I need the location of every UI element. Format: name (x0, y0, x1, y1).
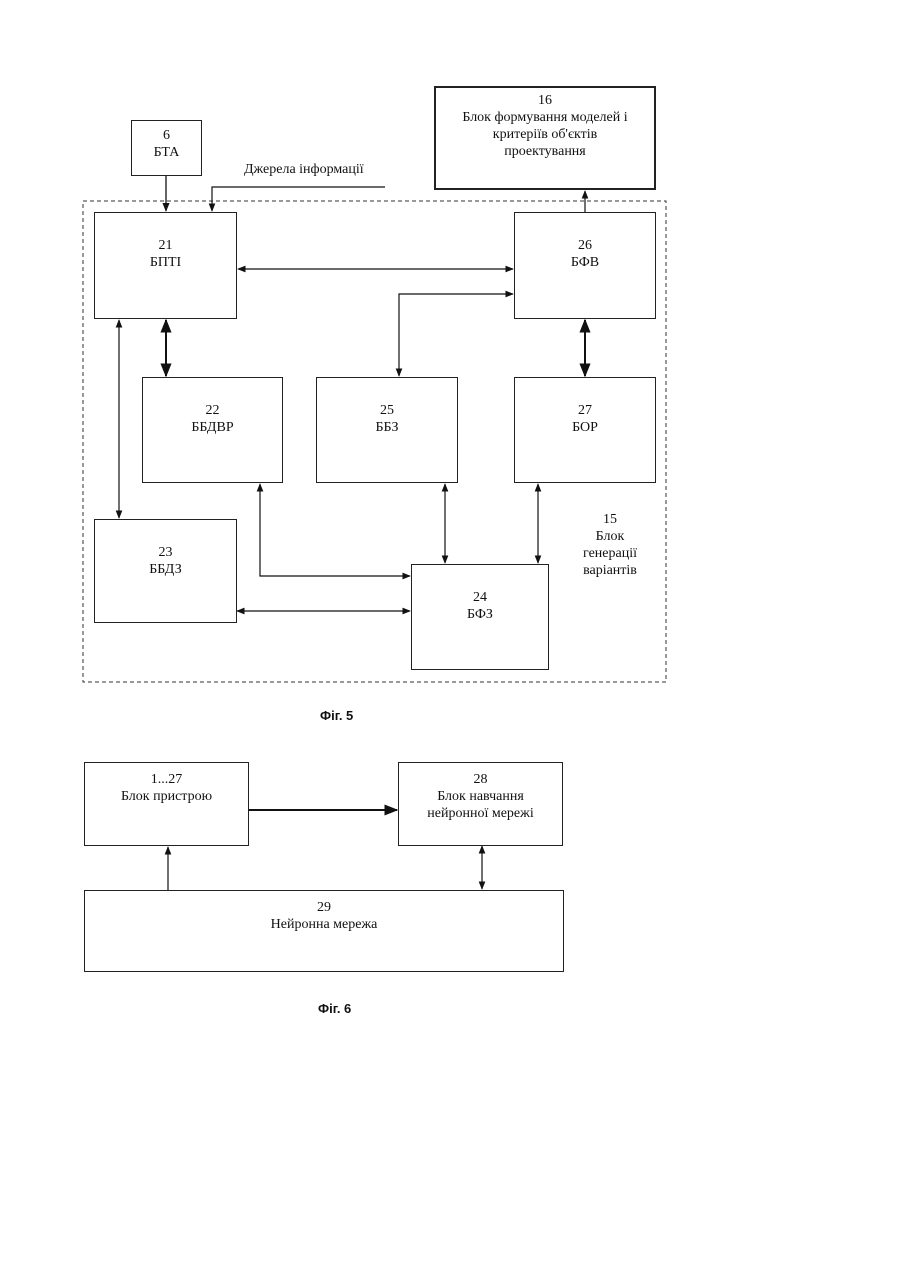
block-25: 25 ББЗ (316, 377, 458, 483)
block-22-number: 22 (143, 402, 282, 419)
block-21-label: БПТІ (95, 254, 236, 271)
figure-6-caption: Фіг. 6 (318, 1001, 351, 1016)
block-28-label-line-1: Блок навчання (399, 788, 562, 805)
block-16-label-line-3: проектування (436, 143, 654, 160)
block-21: 21 БПТІ (94, 212, 237, 319)
group-15-label-line-3: варіантів (570, 562, 650, 579)
arrow-b25-b26 (399, 294, 513, 376)
block-26-number: 26 (515, 237, 655, 254)
group-15-label-line-2: генерації (570, 545, 650, 562)
block-device: 1...27 Блок пристрою (84, 762, 249, 846)
block-27-number: 27 (515, 402, 655, 419)
block-22: 22 ББДВР (142, 377, 283, 483)
block-16-label-line-2: критеріїв об'єктів (436, 126, 654, 143)
figure-5-caption: Фіг. 5 (320, 708, 353, 723)
block-25-label: ББЗ (317, 419, 457, 436)
block-29-number: 29 (85, 899, 563, 916)
group-15-label: 15 Блок генерації варіантів (570, 511, 650, 579)
block-27: 27 БОР (514, 377, 656, 483)
block-23-label: ББДЗ (95, 561, 236, 578)
block-27-label: БОР (515, 419, 655, 436)
block-26-label: БФВ (515, 254, 655, 271)
group-15-number: 15 (570, 511, 650, 528)
block-23: 23 ББДЗ (94, 519, 237, 623)
block-21-number: 21 (95, 237, 236, 254)
block-23-number: 23 (95, 544, 236, 561)
block-24-number: 24 (412, 589, 548, 606)
arrow-info-sources-to-b21 (212, 187, 385, 211)
arrow-b22-b24 (260, 484, 410, 576)
block-24: 24 БФЗ (411, 564, 549, 670)
group-15-label-line-1: Блок (570, 528, 650, 545)
block-28-label-line-2: нейронної мережі (399, 805, 562, 822)
block-29-label: Нейронна мережа (85, 916, 563, 933)
block-29: 29 Нейронна мережа (84, 890, 564, 972)
block-25-number: 25 (317, 402, 457, 419)
info-sources-label: Джерела інформації (244, 161, 394, 178)
block-6: 6 БТА (131, 120, 202, 176)
block-6-label: БТА (132, 144, 201, 161)
block-24-label: БФЗ (412, 606, 548, 623)
block-28: 28 Блок навчання нейронної мережі (398, 762, 563, 846)
block-16-label-line-1: Блок формування моделей і (436, 109, 654, 126)
block-28-number: 28 (399, 771, 562, 788)
block-26: 26 БФВ (514, 212, 656, 319)
block-16: 16 Блок формування моделей і критеріїв о… (434, 86, 656, 190)
block-device-number: 1...27 (85, 771, 248, 788)
block-22-label: ББДВР (143, 419, 282, 436)
block-16-number: 16 (436, 92, 654, 109)
block-6-number: 6 (132, 127, 201, 144)
block-device-label: Блок пристрою (85, 788, 248, 805)
